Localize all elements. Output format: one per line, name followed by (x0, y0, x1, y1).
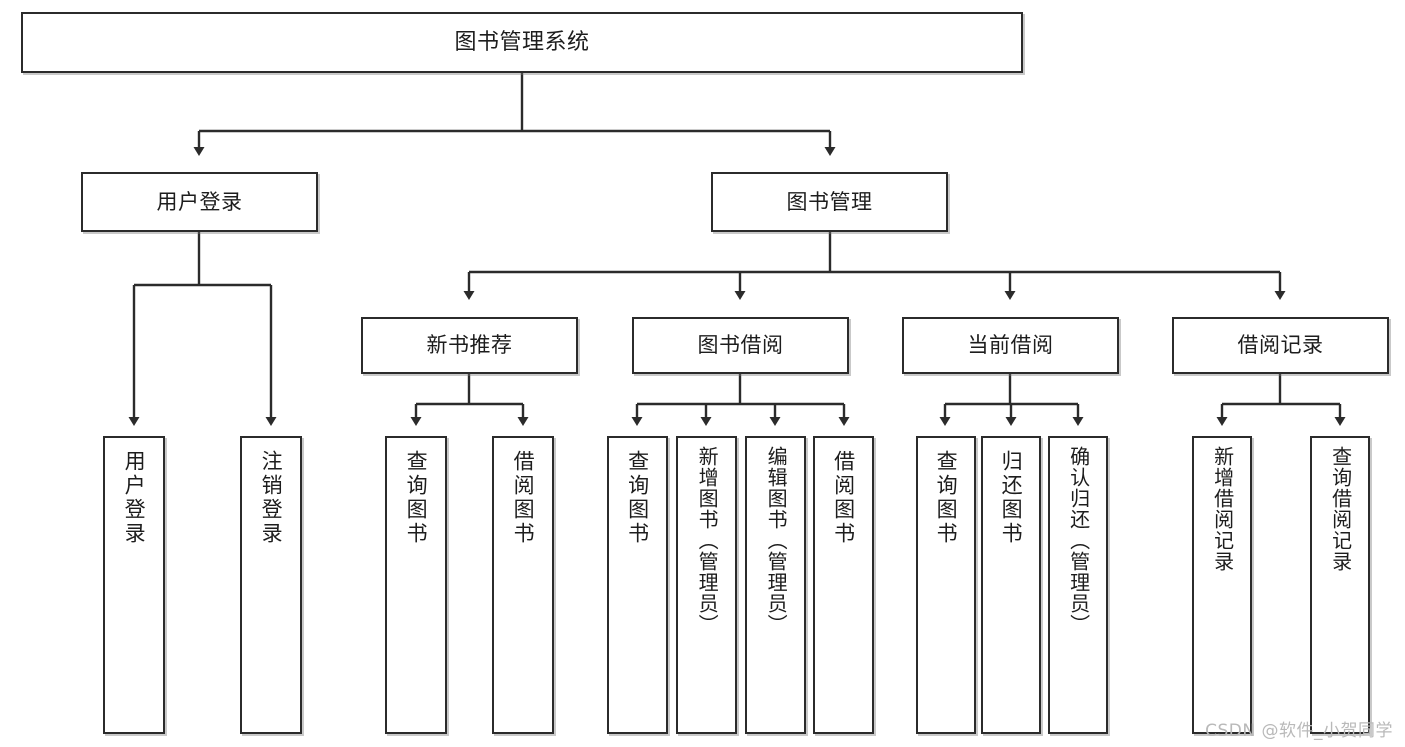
leaf-new-book-borrow-book[interactable]: 借阅图书 (492, 436, 554, 734)
node-label: 借阅记录 (1237, 333, 1324, 358)
node-label: 注销登录 (259, 450, 284, 546)
node-label: 用户登录 (122, 450, 147, 546)
node-label: 查询图书 (934, 450, 959, 546)
watermark-csdn: CSDN @软件_小贺同学 (1205, 721, 1393, 741)
node-new-book-recommend[interactable]: 新书推荐 (361, 317, 578, 374)
leaf-borrow-record-add-record[interactable]: 新增借阅记录 (1192, 436, 1252, 734)
node-label: 查询图书 (625, 450, 650, 546)
node-current-borrow[interactable]: 当前借阅 (902, 317, 1119, 374)
node-label: 确认归还（管理员） (1066, 446, 1091, 635)
leaf-current-borrow-return-book[interactable]: 归还图书 (981, 436, 1041, 734)
leaf-book-borrow-add-book-admin[interactable]: 新增图书（管理员） (676, 436, 737, 734)
node-user-login[interactable]: 用户登录 (81, 172, 318, 232)
leaf-logout-login[interactable]: 注销登录 (240, 436, 302, 734)
node-label: 新增图书（管理员） (695, 446, 720, 635)
node-label: 新增借阅记录 (1210, 446, 1235, 572)
leaf-current-borrow-query-book[interactable]: 查询图书 (916, 436, 976, 734)
node-label: 编辑图书（管理员） (764, 446, 789, 635)
leaf-user-login[interactable]: 用户登录 (103, 436, 165, 734)
node-borrow-record[interactable]: 借阅记录 (1172, 317, 1389, 374)
leaf-book-borrow-edit-book-admin[interactable]: 编辑图书（管理员） (745, 436, 806, 734)
node-root-book-management-system[interactable]: 图书管理系统 (21, 12, 1023, 73)
node-label: 查询借阅记录 (1328, 446, 1353, 572)
node-label: 新书推荐 (426, 333, 513, 358)
leaf-new-book-query-book[interactable]: 查询图书 (385, 436, 447, 734)
node-label: 查询图书 (404, 450, 429, 546)
node-label: 用户登录 (156, 189, 243, 214)
node-book-management[interactable]: 图书管理 (711, 172, 948, 232)
node-label: 图书借阅 (697, 333, 784, 358)
node-label: 图书管理系统 (454, 29, 590, 55)
leaf-book-borrow-borrow-book[interactable]: 借阅图书 (813, 436, 874, 734)
leaf-current-borrow-confirm-return-admin[interactable]: 确认归还（管理员） (1048, 436, 1108, 734)
node-label: 归还图书 (999, 450, 1024, 546)
leaf-book-borrow-query-book[interactable]: 查询图书 (607, 436, 668, 734)
node-book-borrow[interactable]: 图书借阅 (632, 317, 849, 374)
leaf-borrow-record-query-record[interactable]: 查询借阅记录 (1310, 436, 1370, 734)
node-label: 借阅图书 (831, 450, 856, 546)
node-label: 图书管理 (786, 189, 873, 214)
node-label: 借阅图书 (511, 450, 536, 546)
node-label: 当前借阅 (967, 333, 1054, 358)
